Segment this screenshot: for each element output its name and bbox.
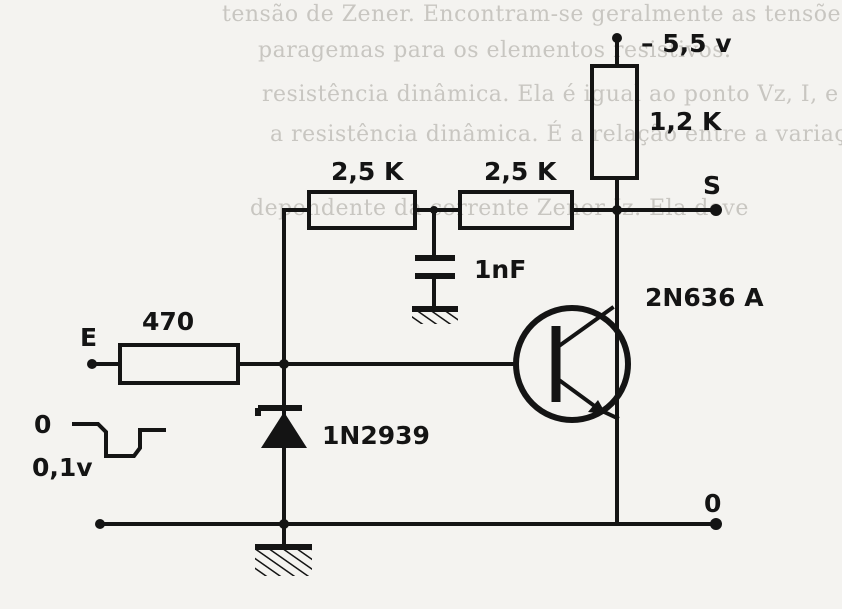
capacitor: [415, 206, 455, 310]
resistor-supply: [590, 64, 639, 180]
resistor-left: [307, 190, 417, 230]
output-label: S: [703, 171, 721, 200]
output-terminal: [710, 204, 722, 216]
supply-voltage-label: – 5,5 v: [641, 29, 732, 58]
pulse-high-label: 0: [34, 410, 51, 439]
pulse-waveform: [72, 422, 166, 458]
resistor-right-label: 2,5 K: [484, 157, 558, 186]
transistor: [513, 305, 631, 423]
capacitor-label: 1nF: [474, 255, 526, 284]
resistor-right: [458, 190, 574, 230]
resistor-supply-label: 1,2 K: [649, 107, 723, 136]
zener-diode: [255, 405, 307, 448]
transistor-label: 2N636 A: [645, 283, 764, 312]
ground-output-label: 0: [704, 489, 721, 518]
input-resistor-label: 470: [142, 307, 194, 336]
input-label: E: [80, 323, 97, 352]
resistor-left-label: 2,5 K: [331, 157, 405, 186]
ground-capacitor: [412, 306, 458, 324]
pulse-low-label: 0,1v: [32, 453, 93, 482]
zener-label: 1N2939: [322, 421, 430, 450]
supply-terminal: [612, 33, 622, 68]
ground-main: [255, 544, 312, 576]
resistor-input: [118, 343, 240, 385]
